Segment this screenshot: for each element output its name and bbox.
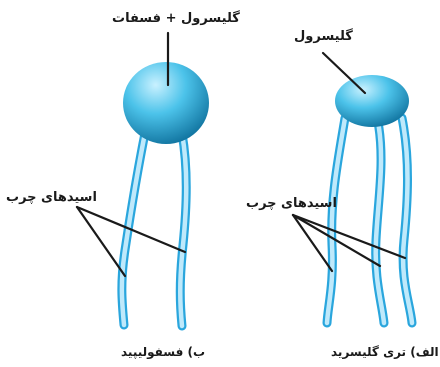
phospholipid-head-label: گلیسرول + فسفات	[112, 12, 240, 25]
fatty-acids-label-right: اسیدهای چرب	[246, 197, 337, 210]
phospholipid-caption: ب) فسفولیپید	[121, 346, 205, 358]
triglyceride-head-label: گلیسرول	[294, 30, 353, 43]
triglyceride-head	[335, 75, 409, 127]
leader-fa-right-3	[293, 215, 405, 258]
triglyceride-tail-3	[402, 118, 412, 323]
phospholipid-head	[123, 62, 209, 144]
triglyceride-tail-2	[376, 122, 384, 323]
triglyceride-tails	[327, 118, 412, 323]
triglyceride-caption: الف) تری گلیسرید	[331, 346, 439, 358]
triglyceride-tail-1	[327, 118, 345, 323]
phospholipid-tails	[122, 128, 186, 326]
fatty-acids-label-left: اسیدهای چرب	[6, 191, 97, 204]
phospholipid-tail-2	[180, 133, 186, 326]
